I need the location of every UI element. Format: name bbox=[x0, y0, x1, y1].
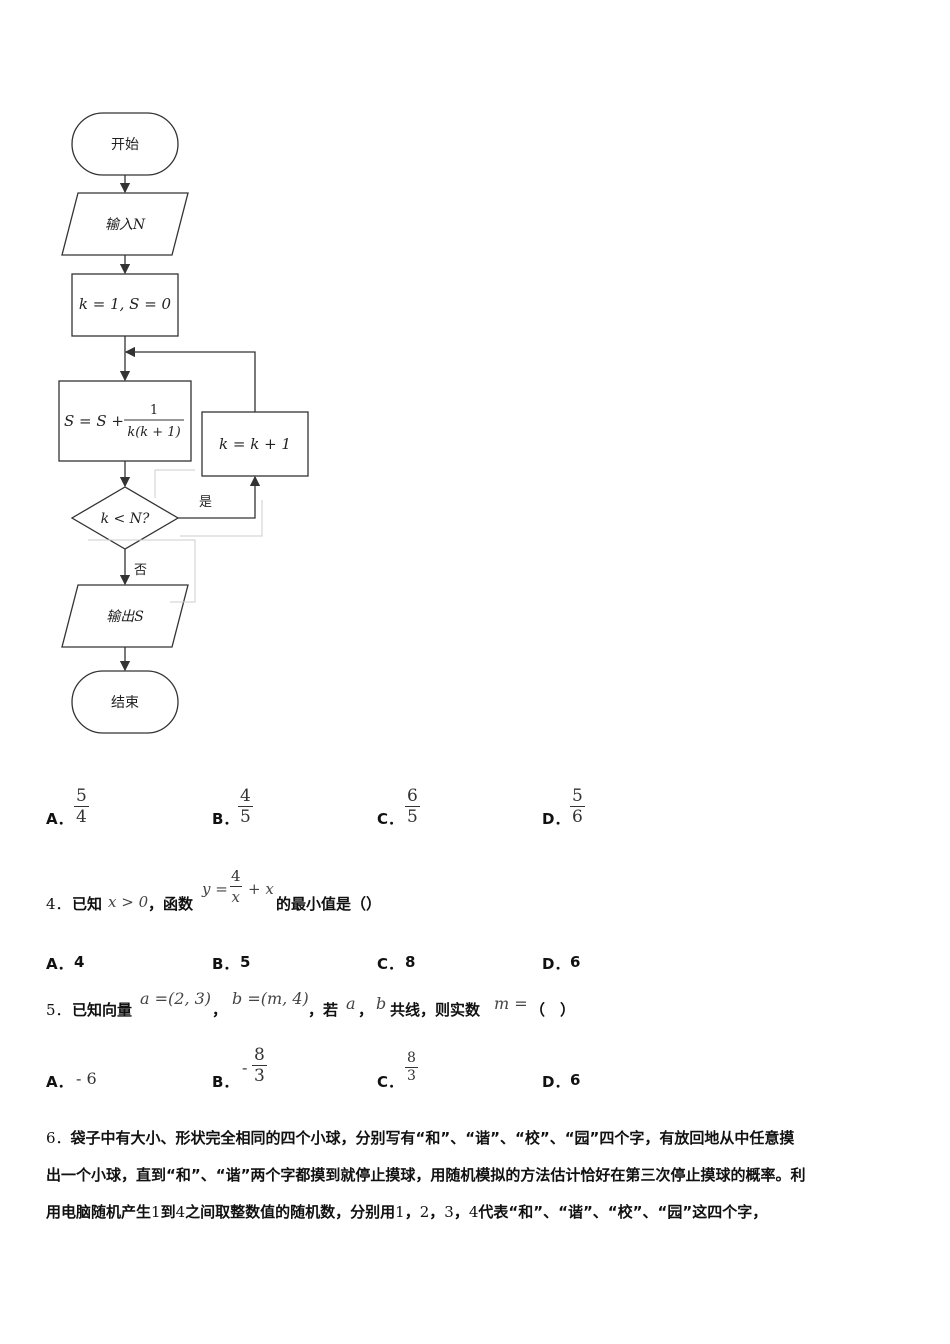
question-text: ，若 bbox=[308, 1001, 339, 1019]
flow-yes-label: 是 bbox=[199, 495, 212, 510]
question-text: 已知 bbox=[72, 895, 103, 913]
option-label: A． bbox=[46, 955, 73, 973]
flow-sum-den: k(k + 1) bbox=[127, 425, 180, 440]
question-text: （ ） bbox=[530, 1001, 576, 1019]
flow-condition-label: k < N? bbox=[101, 511, 150, 527]
question-6-line: 出一个小球，直到“和”、“谐”两个字都摸到就停止摸球，用随机模拟的方法估计恰好在… bbox=[46, 1166, 806, 1184]
flow-sum-lhs: S = S + bbox=[64, 412, 124, 430]
option-label: C． bbox=[377, 955, 404, 973]
flow-output-label: 输出S bbox=[106, 609, 144, 625]
flowchart: 开始 输入N k = 1, S = 0 S = S + 1 k(k + 1) k… bbox=[58, 112, 309, 734]
option-label: D． bbox=[542, 955, 570, 973]
option-fraction: 8 3 bbox=[405, 1050, 418, 1084]
flow-sum-num: 1 bbox=[150, 403, 158, 418]
math-fraction: 4 x bbox=[229, 867, 242, 906]
math-condition: x > 0 bbox=[108, 893, 149, 911]
question-number: 4． bbox=[46, 895, 71, 913]
option-value: 4 bbox=[74, 953, 85, 971]
flow-end-label: 结束 bbox=[111, 695, 139, 711]
option-label: C． bbox=[377, 810, 404, 828]
option-fraction: 5 6 bbox=[570, 786, 585, 827]
question-text: ，函数 bbox=[148, 895, 194, 913]
option-value: 6 bbox=[570, 953, 581, 971]
math-vector-a: a =(2, 3) bbox=[140, 989, 212, 1008]
question-text: 共线，则实数 bbox=[390, 1001, 481, 1019]
question-number: 5． bbox=[46, 1001, 71, 1019]
option-value: - 6 bbox=[76, 1069, 97, 1088]
question-text: 已知向量 bbox=[72, 1001, 133, 1019]
math-vector-b: b =(m, 4) bbox=[232, 989, 309, 1008]
math-fn-rhs: + x bbox=[248, 880, 274, 898]
flow-increment-label: k = k + 1 bbox=[219, 435, 291, 453]
option-label: B． bbox=[212, 1073, 239, 1091]
question-text: ， bbox=[212, 1001, 228, 1019]
option-value: 6 bbox=[570, 1071, 581, 1089]
math-a: a bbox=[346, 994, 356, 1013]
option-label: A． bbox=[46, 810, 73, 828]
option-fraction: 4 5 bbox=[238, 786, 253, 827]
question-text: 的最小值是（） bbox=[276, 895, 382, 913]
option-label: B． bbox=[212, 810, 239, 828]
flow-input-label: 输入N bbox=[105, 217, 146, 233]
option-label: D． bbox=[542, 1073, 570, 1091]
flow-start-label: 开始 bbox=[111, 137, 139, 153]
option-fraction: 6 5 bbox=[405, 786, 420, 827]
option-value: 5 bbox=[240, 953, 251, 971]
option-label: A． bbox=[46, 1073, 73, 1091]
option-fraction: 8 3 bbox=[252, 1045, 267, 1086]
math-m: m = bbox=[494, 994, 528, 1013]
input-parallelogram bbox=[61, 192, 189, 256]
question-6: 6．袋子中有大小、形状完全相同的四个小球，分别写有“和”、“谐”、“校”、“园”… bbox=[46, 1120, 908, 1231]
math-fn-lhs: y = bbox=[202, 880, 228, 898]
option-value: 8 bbox=[405, 953, 416, 971]
option-label: B． bbox=[212, 955, 239, 973]
question-6-line: 用电脑随机产生1到4之间取整数值的随机数，分别用1，2，3，4代表“和”、“谐”… bbox=[46, 1203, 768, 1221]
flow-no-label: 否 bbox=[134, 563, 147, 578]
flow-init-label: k = 1, S = 0 bbox=[79, 295, 172, 313]
option-label: D． bbox=[542, 810, 570, 828]
question-text: ， bbox=[358, 1001, 374, 1019]
output-parallelogram bbox=[61, 584, 189, 648]
math-b: b bbox=[376, 994, 387, 1013]
question-6-line: 6．袋子中有大小、形状完全相同的四个小球，分别写有“和”、“谐”、“校”、“园”… bbox=[46, 1129, 795, 1147]
option-label: C． bbox=[377, 1073, 404, 1091]
option-sign: - bbox=[242, 1058, 248, 1077]
option-fraction: 5 4 bbox=[74, 786, 89, 827]
